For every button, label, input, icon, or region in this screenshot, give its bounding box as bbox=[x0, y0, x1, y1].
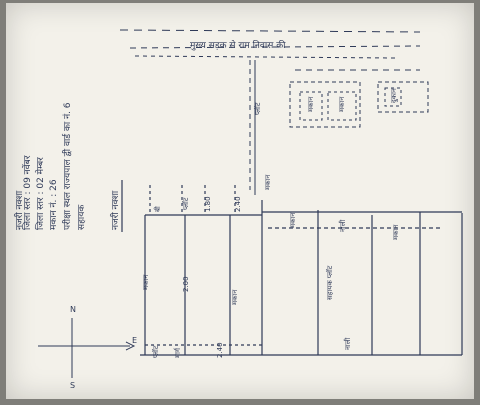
compass-north: N bbox=[70, 305, 76, 314]
compass-south: S bbox=[70, 381, 75, 390]
top-road-band bbox=[119, 29, 421, 59]
handwritten-notes: नजरी नक्शा bbox=[109, 180, 123, 232]
notes-line-group: जिला स्तर : 09 नवेंबर bbox=[21, 155, 33, 230]
box-1-label: मकान bbox=[307, 97, 315, 112]
mid-label: सहायक प्लॉट bbox=[325, 265, 334, 300]
left-1-label: प्लॉट bbox=[151, 345, 160, 358]
top-band-label: मुख्य सड़क से राम निवास की bbox=[190, 39, 286, 51]
notes-line-3: मकान नं. : 26 bbox=[48, 179, 59, 230]
box-3-label: दुकान bbox=[390, 88, 399, 103]
top-c-label: 1.80 bbox=[204, 196, 212, 212]
notes-heading: नजरी नक्शा bbox=[109, 190, 121, 230]
notes-line-4: परीक्षा स्थल राज्यपाल द्वी वार्ड का नं. … bbox=[61, 102, 73, 230]
paper-sheet bbox=[6, 3, 474, 399]
plot-a-label: प्लॉट bbox=[253, 102, 262, 115]
notes-line-1: जिला स्तर : 09 नवेंबर bbox=[21, 155, 33, 230]
compass-east: E bbox=[132, 336, 137, 345]
row-3-label: मकान bbox=[392, 225, 400, 240]
upper-plots bbox=[249, 60, 429, 195]
num-1-label: 2.40 bbox=[216, 342, 224, 358]
left-2-label: मार्ग bbox=[173, 347, 182, 358]
notes-line-2: जिला स्तर : 02 मेम्बर bbox=[34, 157, 46, 230]
top-b-label: प्लॉट bbox=[181, 197, 190, 210]
box-2-label: मकान bbox=[338, 97, 346, 112]
row-2-label: नाली bbox=[338, 220, 347, 232]
top-a-label: बी bbox=[153, 206, 162, 212]
lower-1-label: 2.00 bbox=[182, 276, 190, 292]
compass-icon bbox=[38, 318, 136, 378]
lower-2-label: मकान bbox=[231, 290, 239, 305]
top-d-label: 2.40 bbox=[234, 196, 242, 212]
row-1-label: मकान bbox=[289, 213, 297, 228]
notes-line-5: सहायक bbox=[77, 204, 87, 230]
row-4-label: नाली bbox=[343, 338, 352, 350]
top-e-label: मकान bbox=[264, 175, 272, 190]
notes-heading-text: नजरी नक्शा bbox=[13, 190, 25, 230]
side-label: मकान bbox=[142, 275, 150, 290]
main-grid bbox=[140, 185, 463, 356]
